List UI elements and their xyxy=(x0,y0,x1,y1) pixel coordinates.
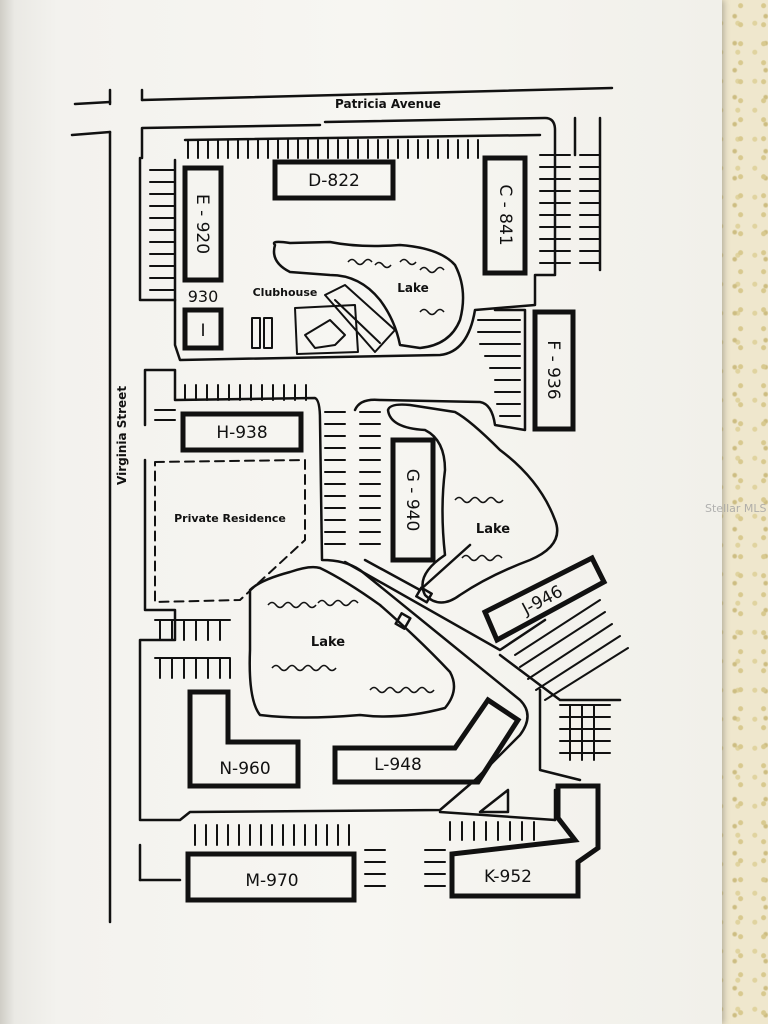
building-f-label: F - 936 xyxy=(543,340,563,399)
building-c-outline xyxy=(482,155,528,276)
building-h-label: H-938 xyxy=(216,423,267,443)
lake-east xyxy=(386,403,559,604)
building-k-label: K-952 xyxy=(484,867,532,887)
building-n-label: N-960 xyxy=(219,759,270,779)
lake-wave-marks xyxy=(267,258,504,694)
lake-east-label: Lake xyxy=(476,522,510,537)
building-j-outline xyxy=(481,554,608,644)
private-residence-label: Private Residence xyxy=(174,512,286,525)
clubhouse-label: Clubhouse xyxy=(253,286,318,299)
building-l-outline xyxy=(332,696,522,785)
building-d-label: D-822 xyxy=(308,171,360,191)
lake-south-label: Lake xyxy=(311,635,345,650)
building-i-outline xyxy=(182,307,224,351)
parking-stalls xyxy=(149,139,629,887)
building-m-outline xyxy=(185,851,357,903)
north-drive-inner xyxy=(138,133,542,302)
mls-watermark: Stellar MLS xyxy=(705,502,767,515)
building-f-outline xyxy=(532,309,576,432)
north-drive-loop xyxy=(140,116,557,362)
virginia-street-road xyxy=(108,88,144,924)
virginia-street-label: Virginia Street xyxy=(115,386,129,485)
paper-edge xyxy=(0,0,14,1024)
private-residence-outline xyxy=(154,459,306,603)
building-i-label: I xyxy=(200,321,205,341)
building-e-label: E - 920 xyxy=(192,194,212,254)
clubhouse-building xyxy=(251,284,396,355)
building-n-outline xyxy=(187,689,301,789)
building-h-outline xyxy=(180,411,304,453)
building-k-outline xyxy=(449,783,601,899)
building-d-outline xyxy=(272,159,396,201)
lake-north-label: Lake xyxy=(397,281,429,295)
building-g-label: G - 940 xyxy=(402,469,422,532)
building-e-outline xyxy=(182,165,224,283)
building-930-label: 930 xyxy=(188,287,219,306)
building-l-label: L-948 xyxy=(374,755,422,775)
building-m-label: M-970 xyxy=(245,871,298,891)
building-g-outline xyxy=(390,437,436,563)
patricia-avenue-road xyxy=(70,86,614,137)
building-c-label: C - 841 xyxy=(495,184,515,245)
lake-north xyxy=(272,240,465,350)
central-drive-inner xyxy=(353,308,527,432)
lake-south xyxy=(248,565,456,719)
paper-sheet xyxy=(0,0,722,1024)
patricia-avenue-label: Patricia Avenue xyxy=(335,97,441,111)
